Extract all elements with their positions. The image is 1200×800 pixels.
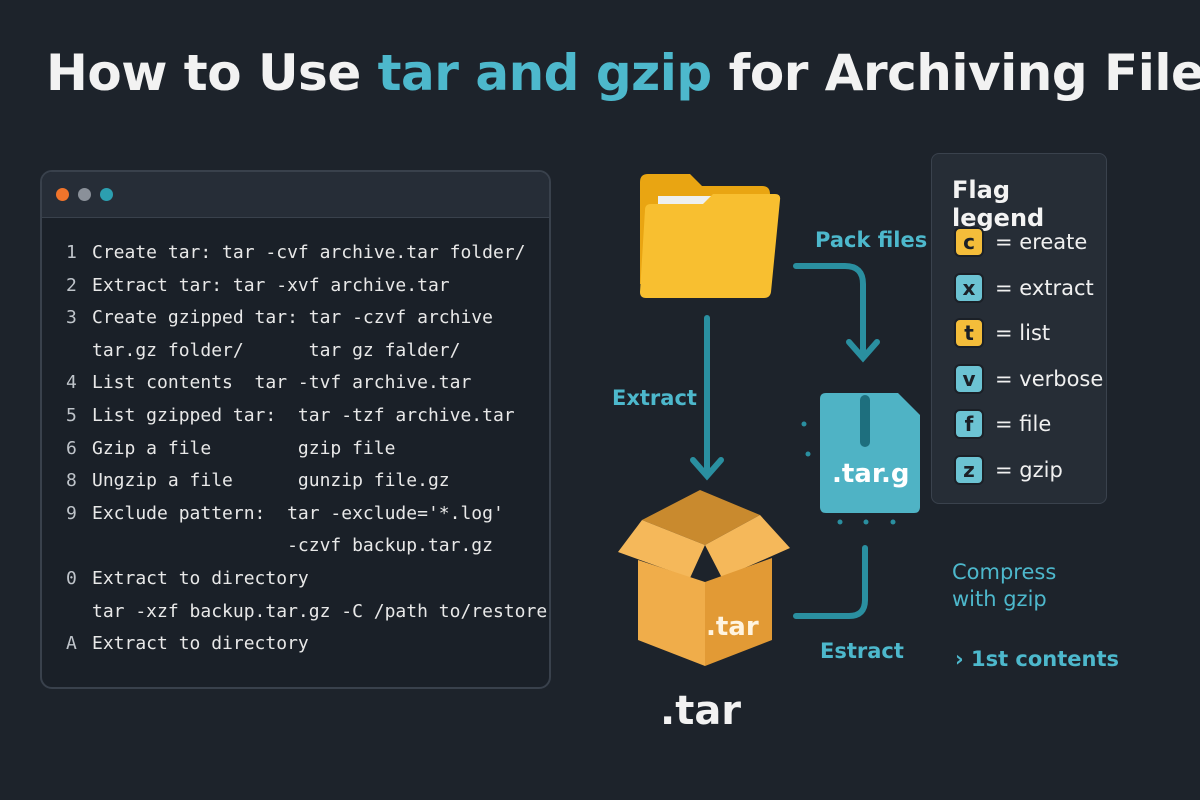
flag-description: = list bbox=[995, 321, 1051, 345]
line-number: 0 bbox=[66, 568, 77, 589]
line-number: 8 bbox=[66, 470, 77, 492]
line-text: -czvf backup.tar.gz bbox=[92, 535, 493, 557]
legend-item-x: x = extract bbox=[954, 272, 1094, 304]
line-text: List contents tar -tvf archive.tar bbox=[92, 372, 472, 394]
line-text: Create tar: tar -cvf archive.tar folder/ bbox=[92, 242, 526, 263]
pack-arrowhead bbox=[846, 339, 880, 363]
extract-label: Extract bbox=[612, 386, 697, 410]
legend-title: Flag legend bbox=[952, 176, 1045, 232]
terminal-titlebar bbox=[42, 172, 549, 218]
page-title: How to Use tar and gzip for Archiving Fi… bbox=[46, 44, 1200, 102]
flag-description: = ereate bbox=[995, 230, 1088, 254]
line-number: A bbox=[66, 633, 77, 655]
flag-badge: v bbox=[954, 363, 984, 394]
estract-label: Estract bbox=[820, 639, 904, 663]
legend-item-z: z = gzip bbox=[954, 454, 1063, 486]
tar-caption: .tar bbox=[660, 688, 742, 734]
flag-description: = file bbox=[995, 412, 1052, 436]
line-text: Extract to directory bbox=[92, 568, 309, 589]
pack-arrow bbox=[793, 263, 866, 359]
tar-box-icon bbox=[618, 490, 790, 666]
compress-label-2: with gzip bbox=[952, 587, 1047, 611]
line-number: 9 bbox=[66, 502, 77, 524]
line-text: Extract to directory bbox=[92, 633, 309, 655]
line-number: 3 bbox=[66, 307, 77, 329]
minimize-dot-icon[interactable] bbox=[78, 188, 91, 201]
title-highlight: tar and gzip bbox=[377, 44, 713, 102]
gz-file-label: .tar.g bbox=[832, 459, 910, 489]
title-text-end: for Archiving Files bbox=[711, 44, 1200, 102]
line-text: Ungzip a file gunzip file.gz bbox=[92, 470, 450, 492]
flag-legend: Flag legend c = ereate x = extract t = list v =… bbox=[931, 153, 1107, 504]
extract-arrowhead bbox=[690, 457, 724, 481]
pack-files-label: Pack files bbox=[815, 228, 928, 252]
line-text: Exclude pattern: tar -exclude='*.log' bbox=[92, 502, 504, 524]
terminal-window: 1 Create tar: tar -cvf archive.tar folder… bbox=[40, 170, 551, 689]
line-text: Gzip a file gzip file bbox=[92, 437, 396, 459]
box-label: .tar bbox=[706, 612, 759, 642]
list-contents-label: › 1st contents bbox=[955, 647, 1120, 671]
flag-badge: t bbox=[954, 318, 984, 348]
legend-item-v: v = verbose bbox=[954, 363, 1103, 395]
line-text: tar.gz folder/ tar gz falder/ bbox=[92, 339, 461, 361]
legend-item-f: f = file bbox=[954, 408, 1051, 440]
line-text: Create gzipped tar: tar -czvf archive bbox=[92, 307, 493, 329]
close-dot-icon[interactable] bbox=[56, 188, 69, 201]
line-number: 5 bbox=[66, 405, 77, 426]
line-number: 2 bbox=[66, 274, 77, 296]
flag-description: = verbose bbox=[995, 366, 1104, 391]
maximize-dot-icon[interactable] bbox=[100, 188, 113, 201]
flag-description: = gzip bbox=[995, 457, 1063, 482]
tar-gz-file-icon bbox=[801, 393, 920, 525]
line-text: tar -xzf backup.tar.gz -C /path to/resto… bbox=[92, 600, 548, 622]
legend-item-c: c = ereate bbox=[954, 226, 1087, 258]
line-text: List gzipped tar: tar -tzf archive.tar bbox=[92, 405, 515, 426]
flag-description: = extract bbox=[995, 275, 1094, 300]
flag-badge: c bbox=[954, 227, 984, 257]
flag-badge: x bbox=[954, 272, 984, 303]
folder-icon bbox=[640, 174, 781, 298]
compress-label: Compress bbox=[952, 560, 1057, 584]
line-number: 6 bbox=[66, 437, 77, 459]
line-number: 4 bbox=[66, 372, 77, 394]
estract-arrow bbox=[793, 545, 868, 619]
title-text: How to Use bbox=[46, 44, 378, 102]
flag-badge: z bbox=[954, 454, 984, 485]
line-number: 1 bbox=[66, 242, 77, 263]
arrows bbox=[690, 263, 880, 619]
flag-badge: f bbox=[954, 409, 984, 439]
legend-item-t: t = list bbox=[954, 317, 1050, 349]
line-text: Extract tar: tar -xvf archive.tar bbox=[92, 274, 450, 296]
